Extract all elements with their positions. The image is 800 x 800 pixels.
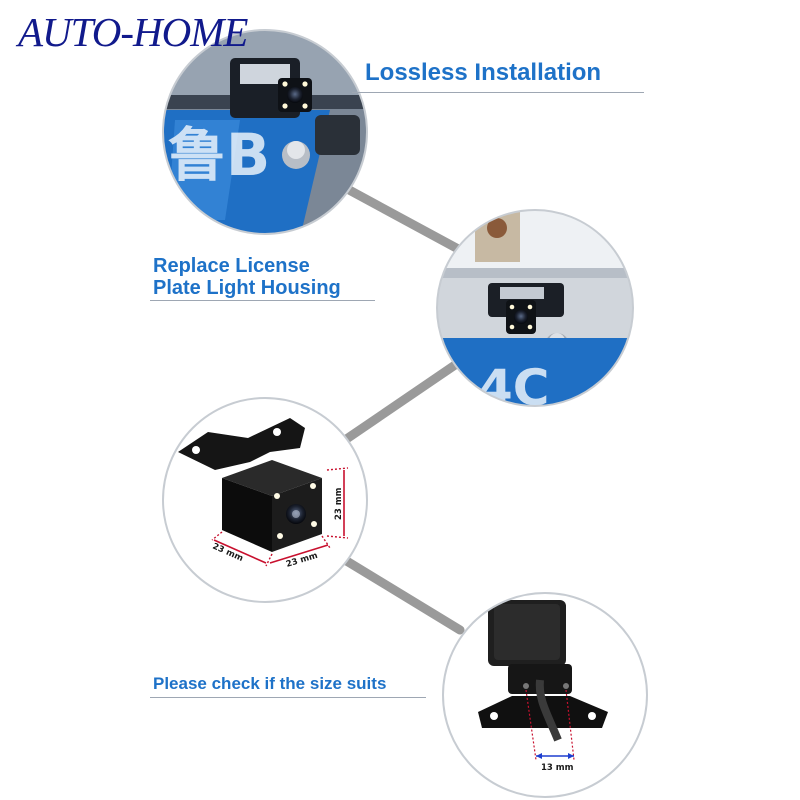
- replace-housing-caption: Replace License Plate Light Housing: [153, 255, 341, 299]
- mount-size-diagram: 13 mm: [442, 592, 648, 798]
- caption-divider: [150, 697, 426, 698]
- brand-logo: AUTO-HOME: [18, 9, 248, 55]
- replace-housing-line-2: Plate Light Housing: [153, 276, 341, 299]
- svg-text:4C: 4C: [478, 359, 549, 417]
- caption-divider: [352, 92, 644, 93]
- replace-housing-line-1: Replace License: [153, 255, 310, 277]
- mount-dimension-label: 13 mm: [541, 763, 574, 773]
- svg-text:鲁B: 鲁B: [168, 121, 270, 189]
- height-dimension-label: 23 mm: [334, 487, 344, 520]
- size-check-caption: Please check if the size suits: [153, 674, 387, 693]
- connector-lines: [335, 180, 465, 635]
- caption-divider: [150, 300, 375, 301]
- lossless-installation-caption: Lossless Installation: [365, 59, 602, 86]
- installation-closeup-photo: 鲁B: [162, 29, 368, 235]
- plate-housing-photo: 4C: [436, 209, 634, 417]
- camera-dimensions-diagram: 23 mm 23 mm 23 mm: [162, 397, 368, 603]
